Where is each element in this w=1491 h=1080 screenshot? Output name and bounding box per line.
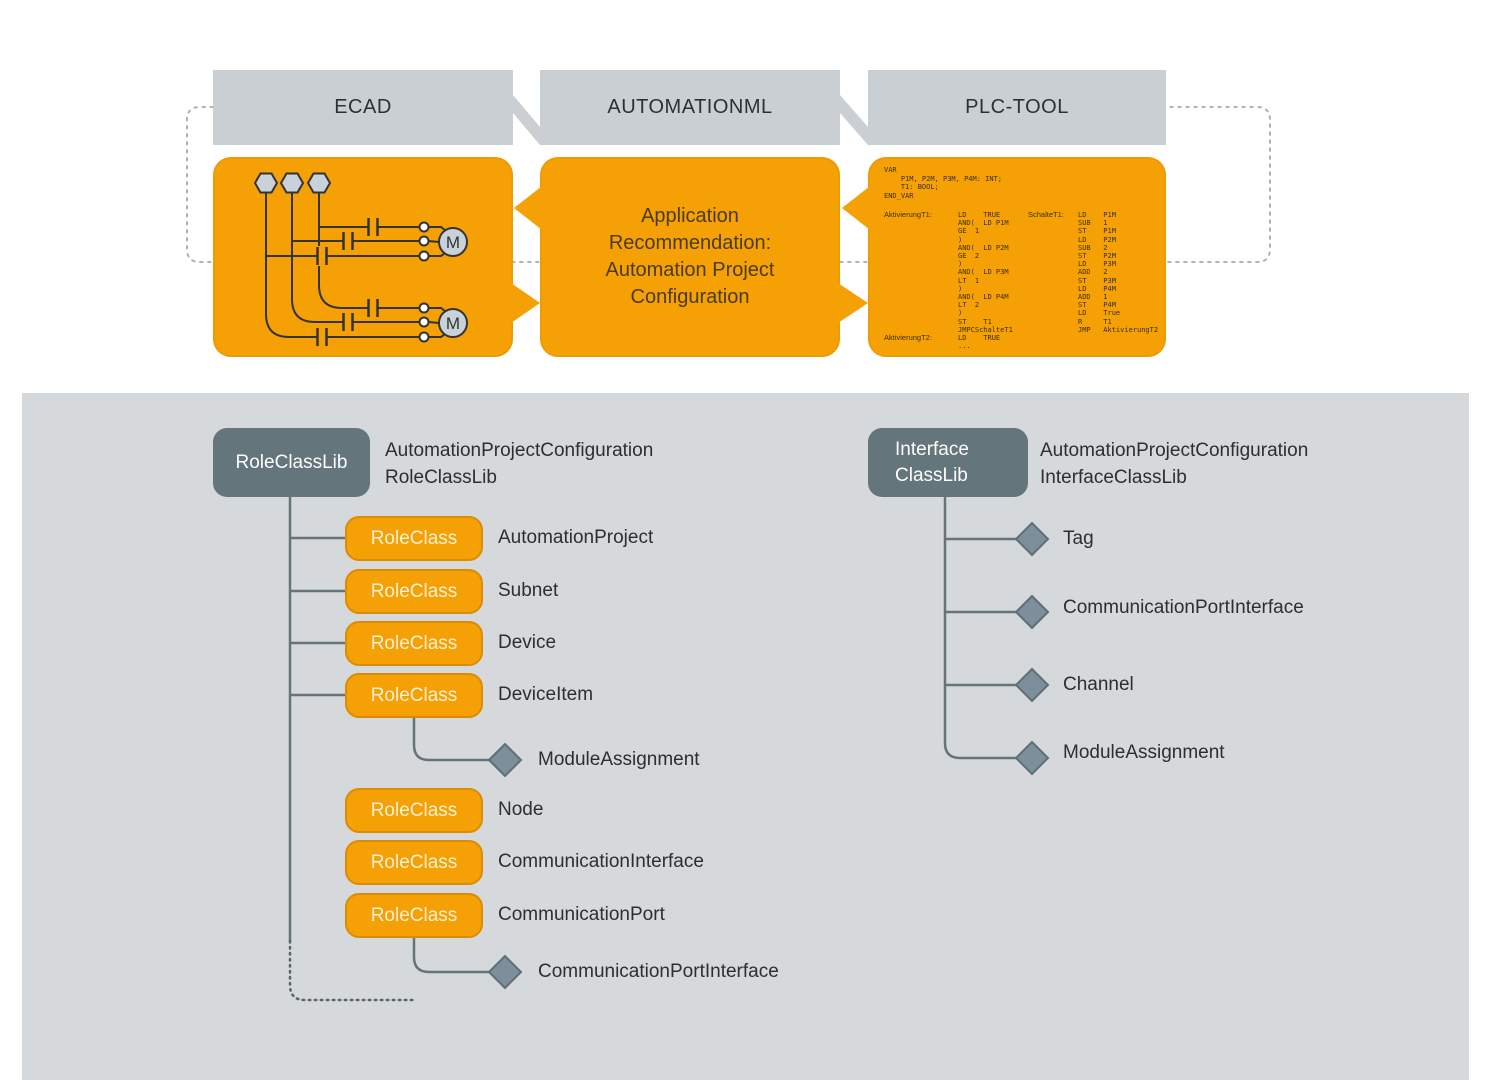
child-curve-line (412, 937, 489, 974)
stage-box-automationml: AUTOMATIONML (540, 70, 840, 145)
motor-icon: M (438, 308, 468, 338)
interfaceclasslib-label: Interface ClassLib (895, 438, 969, 486)
hexagon-terminal-icons (253, 172, 332, 194)
tree-node-label: Device (498, 632, 557, 653)
motor-label: M (446, 233, 460, 252)
ecad-circuit-icon: M M (253, 172, 468, 347)
tree-node-label: Node (498, 799, 544, 820)
tree-node-label: AutomationProject (498, 527, 654, 548)
roleclass-box-label: RoleClass (370, 684, 458, 706)
roleclass-box: RoleClass (345, 569, 483, 614)
contact-icons (316, 217, 379, 347)
roleclasslib-box: RoleClassLib (213, 428, 370, 497)
stage-box-ecad: ECAD (213, 70, 513, 145)
tree-node-label: Channel (1063, 674, 1134, 695)
roleclass-box: RoleClass (345, 621, 483, 666)
tree-node-label: Subnet (498, 580, 559, 601)
roleclasslib-label: RoleClassLib (235, 451, 348, 473)
roleclass-box: RoleClass (345, 788, 483, 833)
plc-label-aktivierung-t2: AktivierungT2: (884, 333, 932, 342)
tree-connectors (288, 497, 1050, 1002)
roleclass-box-label: RoleClass (370, 527, 458, 549)
class-library-panel (22, 393, 1469, 1080)
stage-label-plc-tool: PLC-TOOL (965, 96, 1069, 118)
roleclass-box: RoleClass (345, 893, 483, 938)
plc-label-schalte-t1: SchalteT1: (1028, 210, 1064, 219)
tree-node-label: ModuleAssignment (538, 749, 700, 770)
connection-point-icons (418, 221, 430, 343)
roleclass-box-label: RoleClass (370, 580, 458, 602)
automationml-panel (540, 157, 840, 357)
plc-code-aktivierung: LD TRUE AND( LD P1M GE 1 ) AND( LD P2M G… (958, 211, 1013, 351)
diamond-icon (487, 742, 523, 778)
interfaceclasslib-box: Interface ClassLib (868, 428, 1028, 497)
plc-label-aktivierung-t1: AktivierungT1: (884, 210, 932, 219)
motor-label: M (446, 314, 460, 333)
tree-node-label: CommunicationPort (498, 904, 665, 925)
roleclass-box: RoleClass (345, 840, 483, 885)
roleclass-box-label: RoleClass (370, 904, 458, 926)
roleclass-box: RoleClass (345, 673, 483, 718)
diamond-icon (1014, 740, 1050, 776)
interface-trunk-line (943, 497, 1016, 760)
roleclass-box: RoleClass (345, 516, 483, 561)
tree-node-label: ModuleAssignment (1063, 742, 1225, 763)
plc-code-schalte: LD P1M SUB 1 ST P1M LD P2M SUB 2 ST P2M … (1078, 211, 1159, 334)
roleclass-box-label: RoleClass (370, 632, 458, 654)
tree-node-label: CommunicationPortInterface (1063, 597, 1304, 618)
role-tree-title: AutomationProjectConfiguration RoleClass… (385, 440, 654, 488)
diamond-icon (1014, 521, 1050, 557)
diamond-icon (487, 954, 523, 990)
roleclass-box-label: RoleClass (370, 799, 458, 821)
plc-panel (868, 157, 1166, 357)
tree-node-label: CommunicationPortInterface (538, 961, 779, 982)
tree-node-label: DeviceItem (498, 684, 594, 705)
tree-node-label: Tag (1063, 528, 1094, 549)
plc-var-block: VAR P1M, P2M, P3M, P4M: INT; T1: BOOL; E… (884, 166, 1003, 200)
diamond-icon (1014, 594, 1050, 630)
roleclass-box-label: RoleClass (370, 851, 458, 873)
diamond-icon (1014, 667, 1050, 703)
motor-icon: M (438, 227, 468, 257)
stage-label-ecad: ECAD (334, 96, 392, 118)
tree-node-label: CommunicationInterface (498, 851, 704, 872)
stage-box-plc-tool: PLC-TOOL (868, 70, 1166, 145)
dotted-continuation-line (288, 939, 417, 1002)
stage-label-automationml: AUTOMATIONML (607, 96, 773, 118)
aml-recommendation-text: Application Recommendation: Automation P… (605, 205, 775, 308)
child-curve-line (412, 717, 489, 762)
interface-tree-title: AutomationProjectConfiguration Interface… (1040, 440, 1309, 488)
